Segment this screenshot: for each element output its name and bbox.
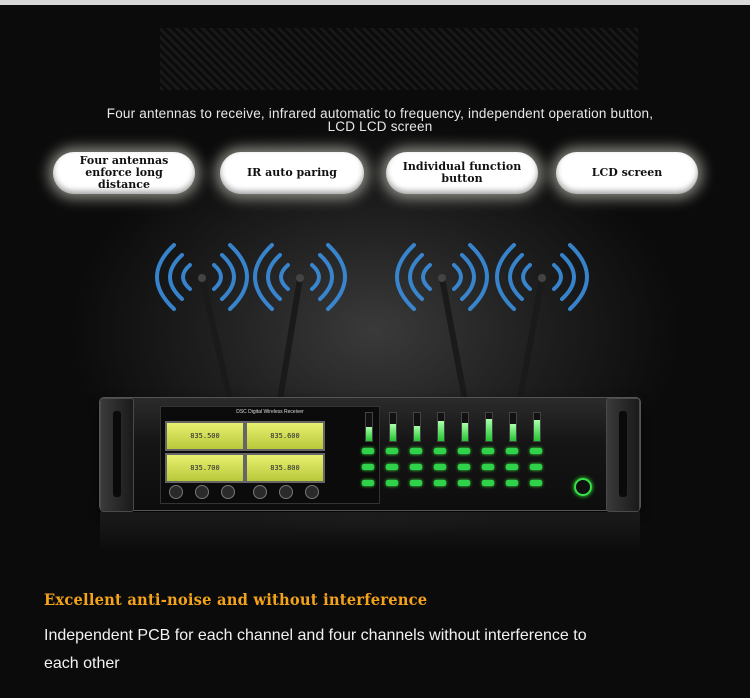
channel-button[interactable]	[386, 448, 398, 454]
wifi-signal-icon	[155, 243, 249, 311]
channel-strip	[386, 412, 398, 498]
wifi-signal-icon	[253, 243, 347, 311]
channel-strip	[362, 412, 374, 498]
feature-label: LCD screen	[591, 166, 663, 179]
channel-button[interactable]	[482, 480, 494, 486]
channel-button[interactable]	[434, 464, 446, 470]
channel-button[interactable]	[482, 464, 494, 470]
function-button[interactable]	[279, 485, 293, 499]
channel-button[interactable]	[458, 464, 470, 470]
lcd-screen: 835.500	[165, 421, 245, 451]
function-button[interactable]	[169, 485, 183, 499]
rack-ear-left	[100, 398, 134, 512]
feature-label: Individual function button	[402, 160, 522, 185]
level-meter	[437, 412, 445, 442]
device-reflection	[100, 512, 640, 552]
channel-button[interactable]	[530, 480, 542, 486]
level-meter	[461, 412, 469, 442]
function-button[interactable]	[195, 485, 209, 499]
channel-button[interactable]	[386, 464, 398, 470]
level-meter	[365, 412, 373, 442]
channel-button[interactable]	[410, 464, 422, 470]
section-description: Independent PCB for each channel and fou…	[44, 627, 587, 672]
lcd-screen: 835.800	[245, 453, 325, 483]
feature-pill-antennas: Four antennas enforce long distance	[53, 152, 195, 194]
lcd-panel: DSC Digital Wireless Receiver 835.500 83…	[160, 406, 380, 504]
channel-button[interactable]	[362, 448, 374, 454]
channel-button[interactable]	[530, 448, 542, 454]
channel-button[interactable]	[386, 480, 398, 486]
carbon-fiber-panel	[160, 28, 638, 90]
wifi-signal-icon	[395, 243, 489, 311]
channel-strip	[530, 412, 542, 498]
wireless-receiver-unit: DSC Digital Wireless Receiver 835.500 83…	[100, 398, 640, 512]
antenna	[199, 275, 545, 403]
function-button[interactable]	[221, 485, 235, 499]
level-meter	[413, 412, 421, 442]
level-meter	[485, 412, 493, 442]
wifi-signal-icon	[495, 243, 589, 311]
section-subheading: Excellent anti-noise and without interfe…	[44, 590, 428, 609]
rack-ear-right	[606, 398, 640, 512]
level-meter	[533, 412, 541, 442]
channel-strip	[482, 412, 494, 498]
feature-pill-ir: IR auto paring	[220, 152, 364, 194]
channel-button[interactable]	[530, 464, 542, 470]
channel-button[interactable]	[482, 448, 494, 454]
channel-button[interactable]	[506, 464, 518, 470]
antenna-array-illustration	[155, 243, 589, 403]
feature-label: IR auto paring	[247, 166, 337, 179]
level-meter	[389, 412, 397, 442]
channel-button[interactable]	[458, 480, 470, 486]
feature-pill-buttons: Individual function button	[386, 152, 538, 194]
channel-button[interactable]	[458, 448, 470, 454]
lcd-screen: 835.700	[165, 453, 245, 483]
lcd-screen: 835.600	[245, 421, 325, 451]
headline: Four antennas to receive, infrared autom…	[106, 106, 654, 134]
channel-button[interactable]	[506, 480, 518, 486]
function-button[interactable]	[305, 485, 319, 499]
channel-button[interactable]	[506, 448, 518, 454]
function-button[interactable]	[253, 485, 267, 499]
channel-button[interactable]	[410, 448, 422, 454]
feature-pill-lcd: LCD screen	[556, 152, 698, 194]
channel-button[interactable]	[362, 464, 374, 470]
channel-button[interactable]	[362, 480, 374, 486]
top-divider	[0, 0, 750, 5]
level-meter	[509, 412, 517, 442]
channel-button[interactable]	[434, 448, 446, 454]
power-button[interactable]	[574, 478, 592, 496]
device-brand: DSC Digital Wireless Receiver	[236, 409, 304, 415]
channel-button[interactable]	[410, 480, 422, 486]
channel-strip	[410, 412, 422, 498]
channel-strip	[458, 412, 470, 498]
feature-label: Four antennas enforce long distance	[79, 154, 169, 191]
channel-button[interactable]	[434, 480, 446, 486]
channel-strip	[434, 412, 446, 498]
channel-strip	[506, 412, 518, 498]
